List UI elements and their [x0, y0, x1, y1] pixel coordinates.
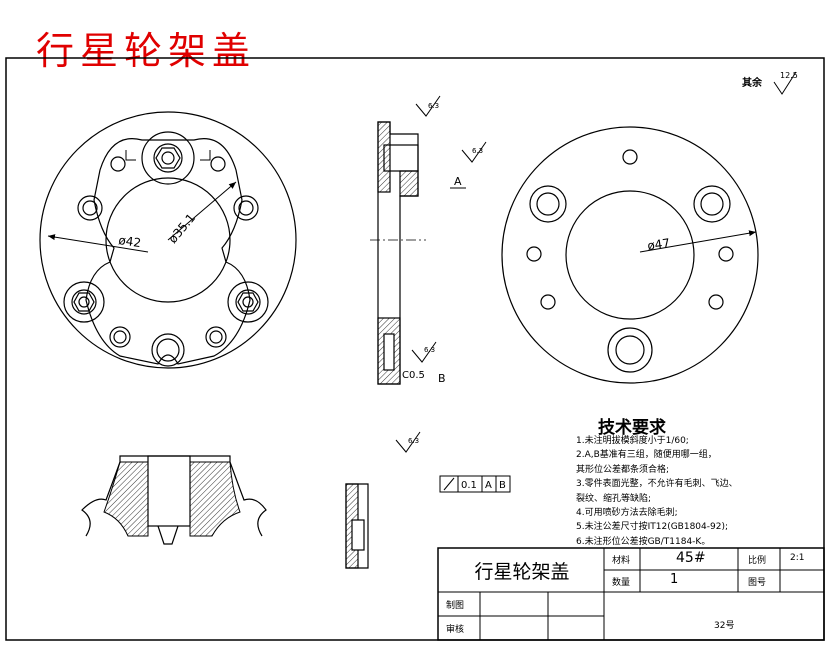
cavity-outline [85, 138, 251, 365]
quantity-label: 数量 [612, 578, 631, 588]
hatch-left [103, 461, 241, 537]
roughness-symbols [395, 71, 797, 453]
checked-label: 审核 [446, 625, 465, 635]
list-item: 4.可用喷砂方法去除毛刺; [576, 508, 678, 519]
list-item: 裂纹、缩孔等缺陷; [576, 493, 652, 504]
scale-label: 比例 [748, 556, 767, 566]
list-item: 其形位公差都条须合格; [576, 464, 670, 475]
dim-chamfer: C0.5 [402, 370, 425, 381]
bottom-boss [151, 333, 185, 367]
dim-d47: ø47 [646, 236, 670, 253]
dim-d35: ø35.1 [166, 211, 199, 246]
side-section-view [370, 121, 426, 385]
tolerance-ref2: B [499, 480, 506, 491]
roughness-r4: 6.3 [408, 437, 419, 445]
sheet-number: 32号 [714, 621, 735, 631]
sheet-title: 行星轮架盖 [36, 29, 257, 73]
hole-small-left [110, 156, 126, 172]
detail-section [345, 483, 369, 569]
roughness-r1: 6.3 [428, 102, 439, 110]
quantity-value: 1 [670, 572, 679, 587]
right-boss [227, 281, 269, 323]
left-boss [63, 281, 105, 323]
part-name: 行星轮架盖 [474, 560, 570, 583]
drawing-no-label: 图号 [748, 578, 767, 588]
rear-view [501, 126, 759, 384]
drawn-label: 制图 [446, 601, 465, 611]
tech-requirements-heading: 技术要求 [598, 418, 666, 438]
sheet-border [5, 57, 825, 641]
hole-right-upper [233, 195, 259, 221]
front-view [39, 111, 297, 369]
hole-right-lower [205, 326, 227, 348]
tolerance-frame [439, 475, 511, 493]
hole-left-lower [109, 326, 131, 348]
datum-b: B [438, 372, 446, 385]
roughness-r2: 6.3 [472, 147, 483, 155]
center-bore-circle [105, 177, 231, 303]
roughness-r3: 6.3 [424, 346, 435, 354]
surface-other-label: 其余 [742, 76, 763, 89]
hole-small-right [210, 156, 226, 172]
title-block [437, 547, 825, 641]
dim-d42: ø42 [118, 233, 142, 250]
list-item: 2.A,B基准有三组，随便用哪一组， [576, 450, 717, 461]
hole-left-upper [77, 195, 103, 221]
rear-outer-circle [501, 126, 759, 384]
list-item: 5.未注公差尺寸按IT12(GB1804-92); [576, 522, 728, 533]
top-boss [141, 131, 195, 185]
tech-requirements-list: 1.未注明拔模斜度小于1/60; 2.A,B基准有三组，随便用哪一组， 其形位公… [576, 434, 738, 549]
tolerance-ref1: A [485, 480, 492, 491]
list-item: 3.零件表面光整，不允许有毛刺、飞边、 [576, 479, 738, 490]
list-item: 1.未注明拔模斜度小于1/60; [576, 436, 689, 446]
material-label: 材料 [612, 556, 631, 566]
rear-bore-circle [565, 190, 695, 320]
outer-flange-circle [39, 111, 297, 369]
material-value: 45# [676, 550, 706, 566]
list-item: 6.未注形位公差按GB/T1184-K。 [576, 536, 711, 547]
scale-value: 2:1 [790, 553, 805, 563]
tolerance-value: 0.1 [461, 480, 477, 491]
roughness-other: 12.5 [780, 71, 798, 80]
datum-a: A [454, 175, 462, 188]
